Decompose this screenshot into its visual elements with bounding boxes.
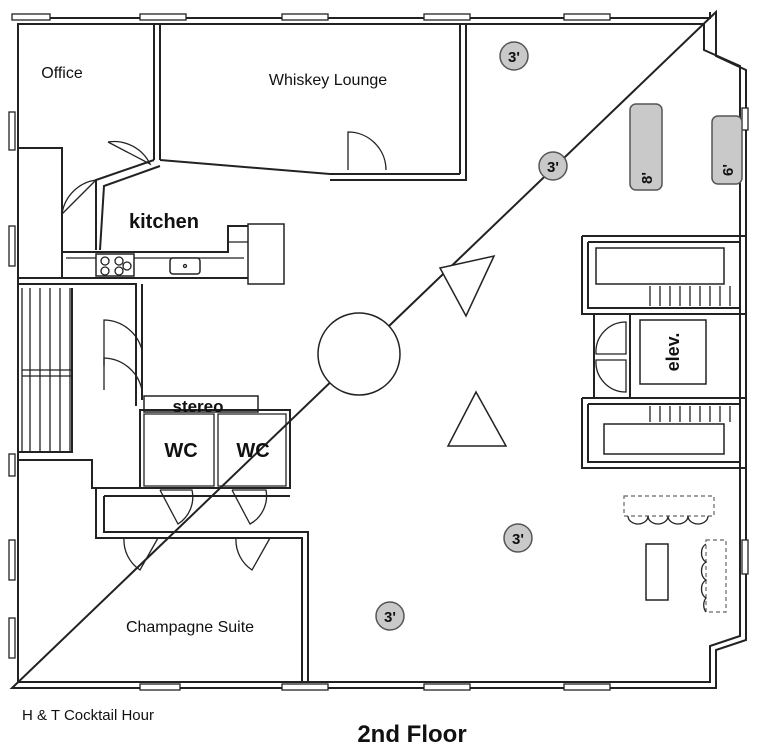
long-table-8ft: 8' <box>629 103 663 191</box>
triangle-feature-upper <box>438 254 496 318</box>
round-tables: 3' 3' 3' 3' <box>375 41 568 631</box>
exterior-walls <box>9 9 747 689</box>
kitchen-counter <box>61 223 285 285</box>
round-table-1: 3' <box>499 41 529 71</box>
center-features <box>317 254 508 447</box>
room-label-champagne-suite: Champagne Suite <box>126 619 254 636</box>
left-stair <box>18 283 144 489</box>
round-table-2: 3' <box>538 151 568 181</box>
upper-left-partitions <box>18 24 467 279</box>
round-feature <box>317 312 401 396</box>
room-label-kitchen: kitchen <box>129 211 199 233</box>
floor-title: 2nd Floor <box>357 721 466 748</box>
svg-text:3': 3' <box>512 531 524 548</box>
room-label-stereo: stereo <box>172 397 223 416</box>
triangle-feature-lower <box>446 390 508 447</box>
long-table-6ft: 6' <box>711 115 743 185</box>
room-label-office: Office <box>41 65 83 82</box>
champagne-suite-partitions <box>95 488 309 682</box>
round-table-3: 3' <box>503 523 533 553</box>
svg-text:3': 3' <box>384 609 396 626</box>
svg-text:3': 3' <box>508 49 520 66</box>
round-table-4: 3' <box>375 601 405 631</box>
right-stairs <box>581 235 746 469</box>
svg-text:3': 3' <box>547 159 559 176</box>
wc-block <box>139 395 291 525</box>
room-label-elevator: elev. <box>663 333 683 372</box>
room-label-whiskey-lounge: Whiskey Lounge <box>269 72 387 89</box>
bar-area <box>623 495 727 613</box>
svg-text:6': 6' <box>720 164 737 176</box>
room-label-wc-left: WC <box>164 440 197 462</box>
windows <box>8 13 749 691</box>
svg-text:8': 8' <box>639 172 656 184</box>
room-label-wc-right: WC <box>236 440 269 462</box>
event-caption: H & T Cocktail Hour <box>22 707 154 724</box>
